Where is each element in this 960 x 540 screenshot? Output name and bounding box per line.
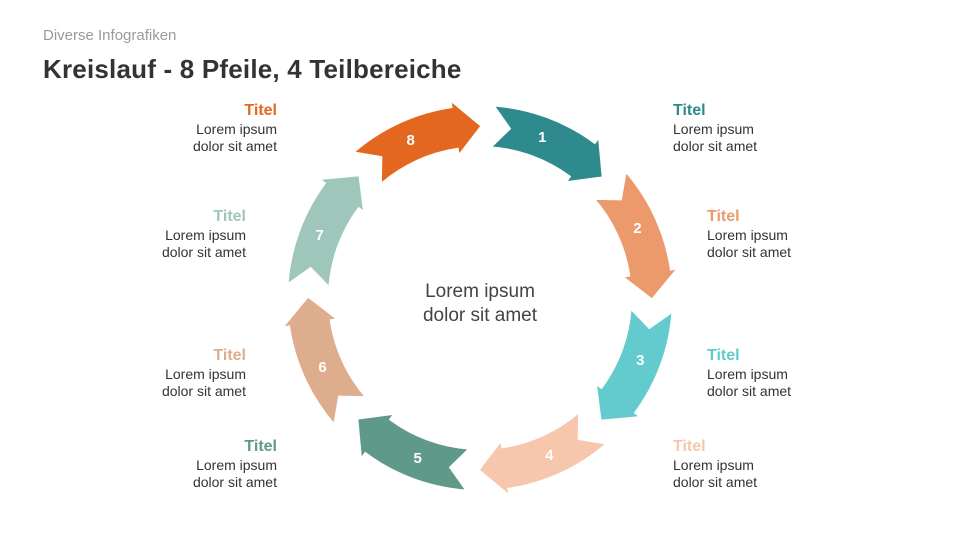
label-2-title: Titel bbox=[707, 208, 740, 225]
label-4-text-line2: dolor sit amet bbox=[673, 474, 758, 490]
page-title: Kreislauf - 8 Pfeile, 4 Teilbereiche bbox=[43, 54, 462, 84]
label-8: Titel Lorem ipsum dolor sit amet bbox=[137, 102, 277, 155]
label-4: Titel Lorem ipsum dolor sit amet bbox=[673, 438, 813, 491]
arrow-number-2: 2 bbox=[633, 220, 641, 237]
label-5-text-line2: dolor sit amet bbox=[192, 474, 277, 490]
center-text-line2: dolor sit amet bbox=[422, 305, 538, 326]
label-6-text-line2: dolor sit amet bbox=[161, 383, 246, 399]
label-6-title: Titel bbox=[213, 347, 246, 364]
arrow-segment-2 bbox=[591, 169, 681, 301]
label-8-text-line1: Lorem ipsum bbox=[196, 121, 277, 137]
arrow-number-3: 3 bbox=[636, 352, 644, 369]
arrow-number-4: 4 bbox=[545, 447, 554, 464]
arrow-segment-6 bbox=[279, 295, 369, 427]
label-7-text-line2: dolor sit amet bbox=[161, 244, 246, 260]
arrow-number-8: 8 bbox=[407, 132, 415, 149]
label-2: Titel Lorem ipsum dolor sit amet bbox=[707, 208, 847, 261]
label-4-title: Titel bbox=[673, 438, 706, 455]
arrow-segment-3 bbox=[594, 306, 674, 422]
label-8-text-line2: dolor sit amet bbox=[192, 138, 277, 154]
label-7: Titel Lorem ipsum dolor sit amet bbox=[106, 208, 246, 261]
label-1: Titel Lorem ipsum dolor sit amet bbox=[673, 102, 813, 155]
label-2-text-line1: Lorem ipsum bbox=[707, 227, 788, 243]
label-8-title: Titel bbox=[244, 102, 277, 119]
label-1-text-line2: dolor sit amet bbox=[673, 138, 758, 154]
label-6-text-line1: Lorem ipsum bbox=[165, 366, 246, 382]
label-6: Titel Lorem ipsum dolor sit amet bbox=[106, 347, 246, 400]
arrow-number-1: 1 bbox=[538, 129, 546, 146]
arrow-segment-1 bbox=[488, 104, 604, 184]
label-3-title: Titel bbox=[707, 347, 740, 364]
label-1-title: Titel bbox=[673, 102, 706, 119]
label-7-text-line1: Lorem ipsum bbox=[165, 227, 246, 243]
header-subtitle: Diverse Infografiken bbox=[43, 27, 177, 44]
label-5: Titel Lorem ipsum dolor sit amet bbox=[137, 438, 277, 491]
center-text: Lorem ipsum dolor sit amet bbox=[380, 280, 580, 328]
label-3-text-line1: Lorem ipsum bbox=[707, 366, 788, 382]
arrow-segment-5 bbox=[356, 412, 472, 492]
arrow-segment-7 bbox=[286, 174, 366, 290]
label-3-text-line2: dolor sit amet bbox=[707, 383, 792, 399]
label-7-title: Titel bbox=[213, 208, 246, 225]
label-2-text-line2: dolor sit amet bbox=[707, 244, 792, 260]
arrow-number-5: 5 bbox=[414, 450, 422, 467]
arrow-number-7: 7 bbox=[316, 227, 324, 244]
label-1-text-line1: Lorem ipsum bbox=[673, 121, 754, 137]
label-4-text-line1: Lorem ipsum bbox=[673, 457, 754, 473]
label-3: Titel Lorem ipsum dolor sit amet bbox=[707, 347, 847, 400]
arrow-segment-8 bbox=[351, 97, 483, 187]
center-text-line1: Lorem ipsum bbox=[425, 281, 535, 302]
label-5-title: Titel bbox=[244, 438, 277, 455]
arrow-segment-4 bbox=[477, 409, 609, 499]
label-5-text-line1: Lorem ipsum bbox=[196, 457, 277, 473]
arrow-number-6: 6 bbox=[318, 359, 326, 376]
